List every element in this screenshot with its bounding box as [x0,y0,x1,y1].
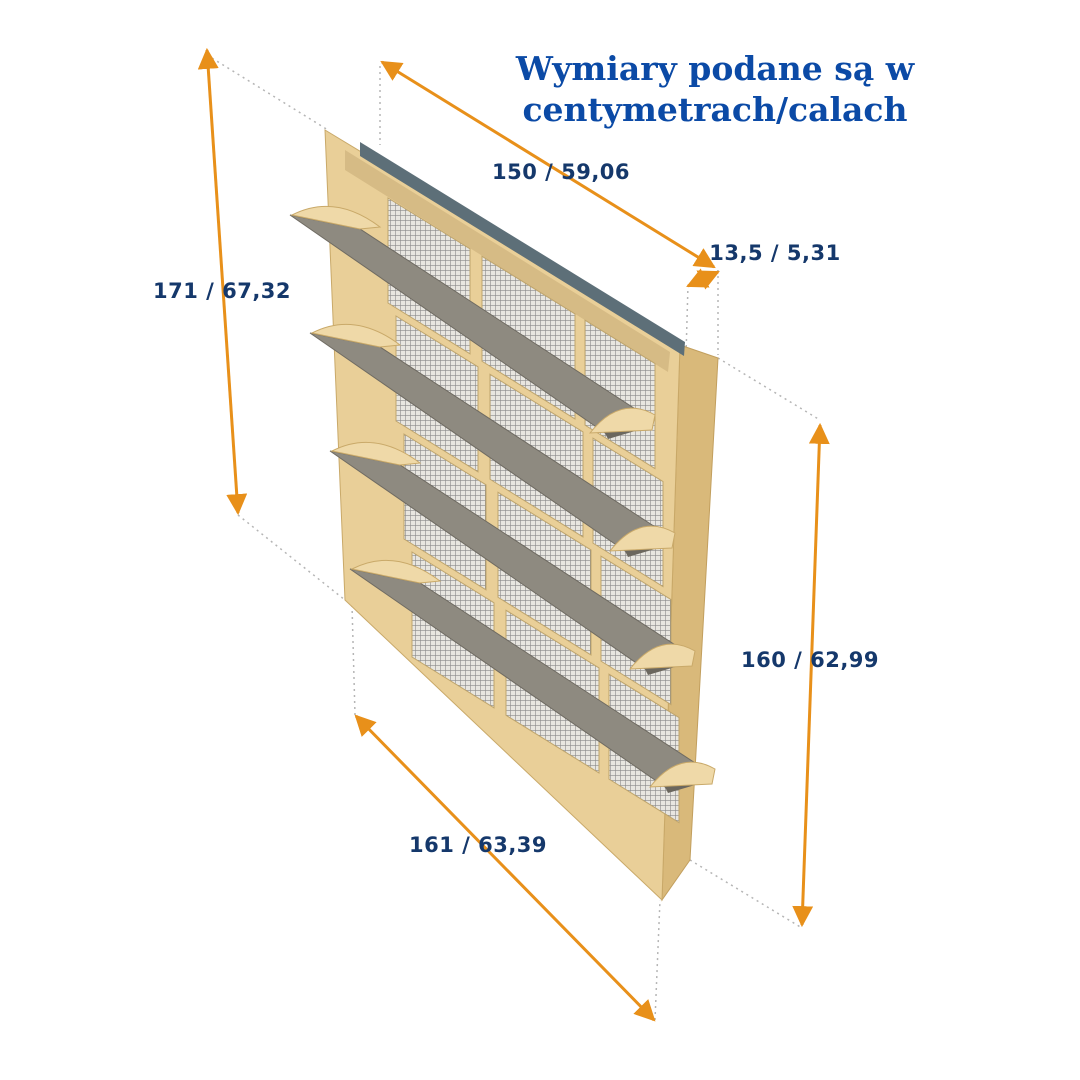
label-depth: 13,5 / 5,31 [709,241,841,265]
label-height-inner: 160 / 62,99 [740,648,880,672]
arrow-width-bottom [354,714,656,1022]
label-width-top: 150 / 59,06 [491,160,631,184]
arrow-width-top [380,60,716,269]
louver-endcap-right [588,407,656,434]
arrow-height-total [197,47,248,516]
units-note-line2: centymetrach/calach [522,90,908,129]
frame [289,129,719,902]
louver-endcap-right [648,761,716,788]
louver-endcap-left [310,323,402,348]
extension-lines [206,54,821,1021]
units-note-line1: Wymiary podane są w [515,49,915,88]
label-height-total: 171 / 67,32 [152,279,292,303]
units-note: Wymiary podane są w centymetrach/calach [500,48,930,130]
louver-endcap-left [330,441,422,466]
label-width-bottom: 161 / 63,39 [408,833,548,857]
louver-endcap-right [628,643,696,670]
dimension-arrows [197,47,830,1022]
louver-endcap-right [608,525,676,552]
arrow-height-inner [792,422,830,928]
louver-endcap-left [290,205,382,230]
louver-endcap-left [350,559,442,584]
arrow-depth [686,268,720,290]
